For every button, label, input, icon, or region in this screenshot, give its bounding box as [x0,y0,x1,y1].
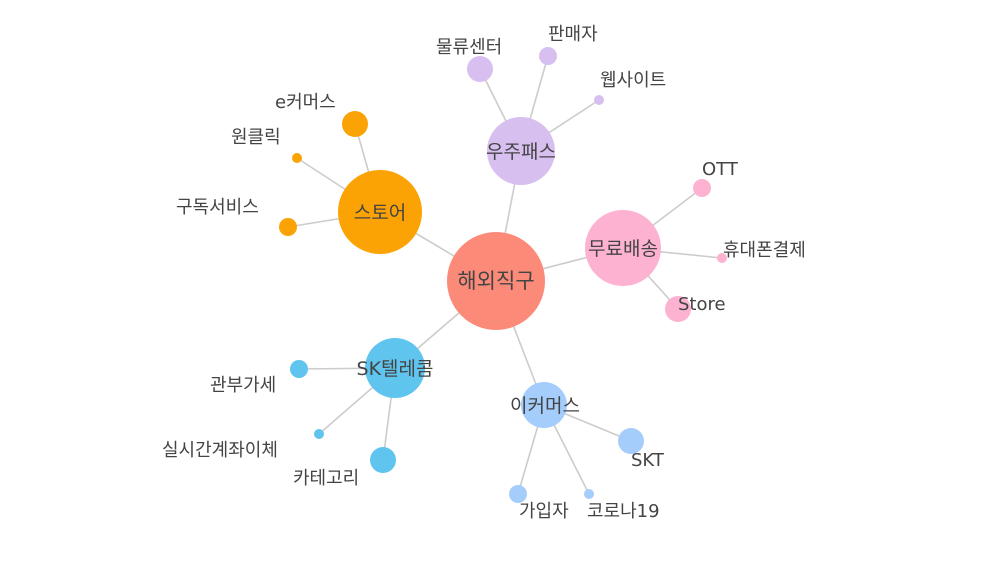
node-leaf-ott[interactable] [693,179,711,197]
leaf-label-covid19: 코로나19 [587,501,660,522]
node-store[interactable] [338,170,422,254]
leaf-label-e-commerce: e커머스 [275,92,336,113]
leaf-label-store-leaf: Store [678,294,726,315]
node-free-shipping[interactable] [585,210,661,286]
node-sk-telecom[interactable] [365,338,425,398]
leaf-label-seller: 판매자 [548,24,598,45]
node-leaf-customs[interactable] [290,360,308,378]
labels-layer: 해외직구 스토어 우주패스 무료배송 SK텔레콤 이커머스 e커머스 원클릭 구… [162,24,806,522]
nodes-layer [279,47,727,503]
node-leaf-logistics[interactable] [467,56,493,82]
hub-label-ecommerce: 이커머스 [510,395,580,417]
node-leaf-category[interactable] [370,447,396,473]
node-leaf-e-commerce[interactable] [342,111,368,137]
center-label: 해외직구 [457,269,534,293]
leaf-label-website: 웹사이트 [600,70,666,91]
hub-label-store: 스토어 [354,202,406,224]
leaf-label-skt: SKT [631,450,665,471]
node-leaf-skt[interactable] [618,428,644,454]
hub-label-sk-telecom: SK텔레콤 [357,358,434,380]
leaf-label-subscriber: 가입자 [519,501,569,522]
leaf-label-realtime-transfer: 실시간계좌이체 [162,440,278,461]
node-leaf-phone-pay[interactable] [717,253,727,263]
leaf-label-category: 카테고리 [293,468,359,489]
leaf-label-subscription: 구독서비스 [176,197,259,218]
node-leaf-seller[interactable] [539,47,557,65]
leaf-label-ott: OTT [702,159,739,180]
hub-label-free-shipping: 무료배송 [588,238,658,260]
node-leaf-subscription[interactable] [279,218,297,236]
node-leaf-one-click[interactable] [292,153,302,163]
leaf-label-customs: 관부가세 [210,375,276,396]
leaf-label-logistics: 물류센터 [436,37,502,58]
node-woojupass[interactable] [487,117,555,185]
hub-label-woojupass: 우주패스 [486,141,556,163]
node-leaf-realtime-transfer[interactable] [314,429,324,439]
node-leaf-subscriber[interactable] [509,485,527,503]
leaf-label-phone-pay: 휴대폰결제 [723,240,806,261]
node-center[interactable] [447,232,545,330]
node-leaf-website[interactable] [594,95,604,105]
node-leaf-covid19[interactable] [584,489,594,499]
node-leaf-store[interactable] [665,296,691,322]
leaf-label-one-click: 원클릭 [231,127,281,148]
node-ecommerce[interactable] [521,382,567,428]
